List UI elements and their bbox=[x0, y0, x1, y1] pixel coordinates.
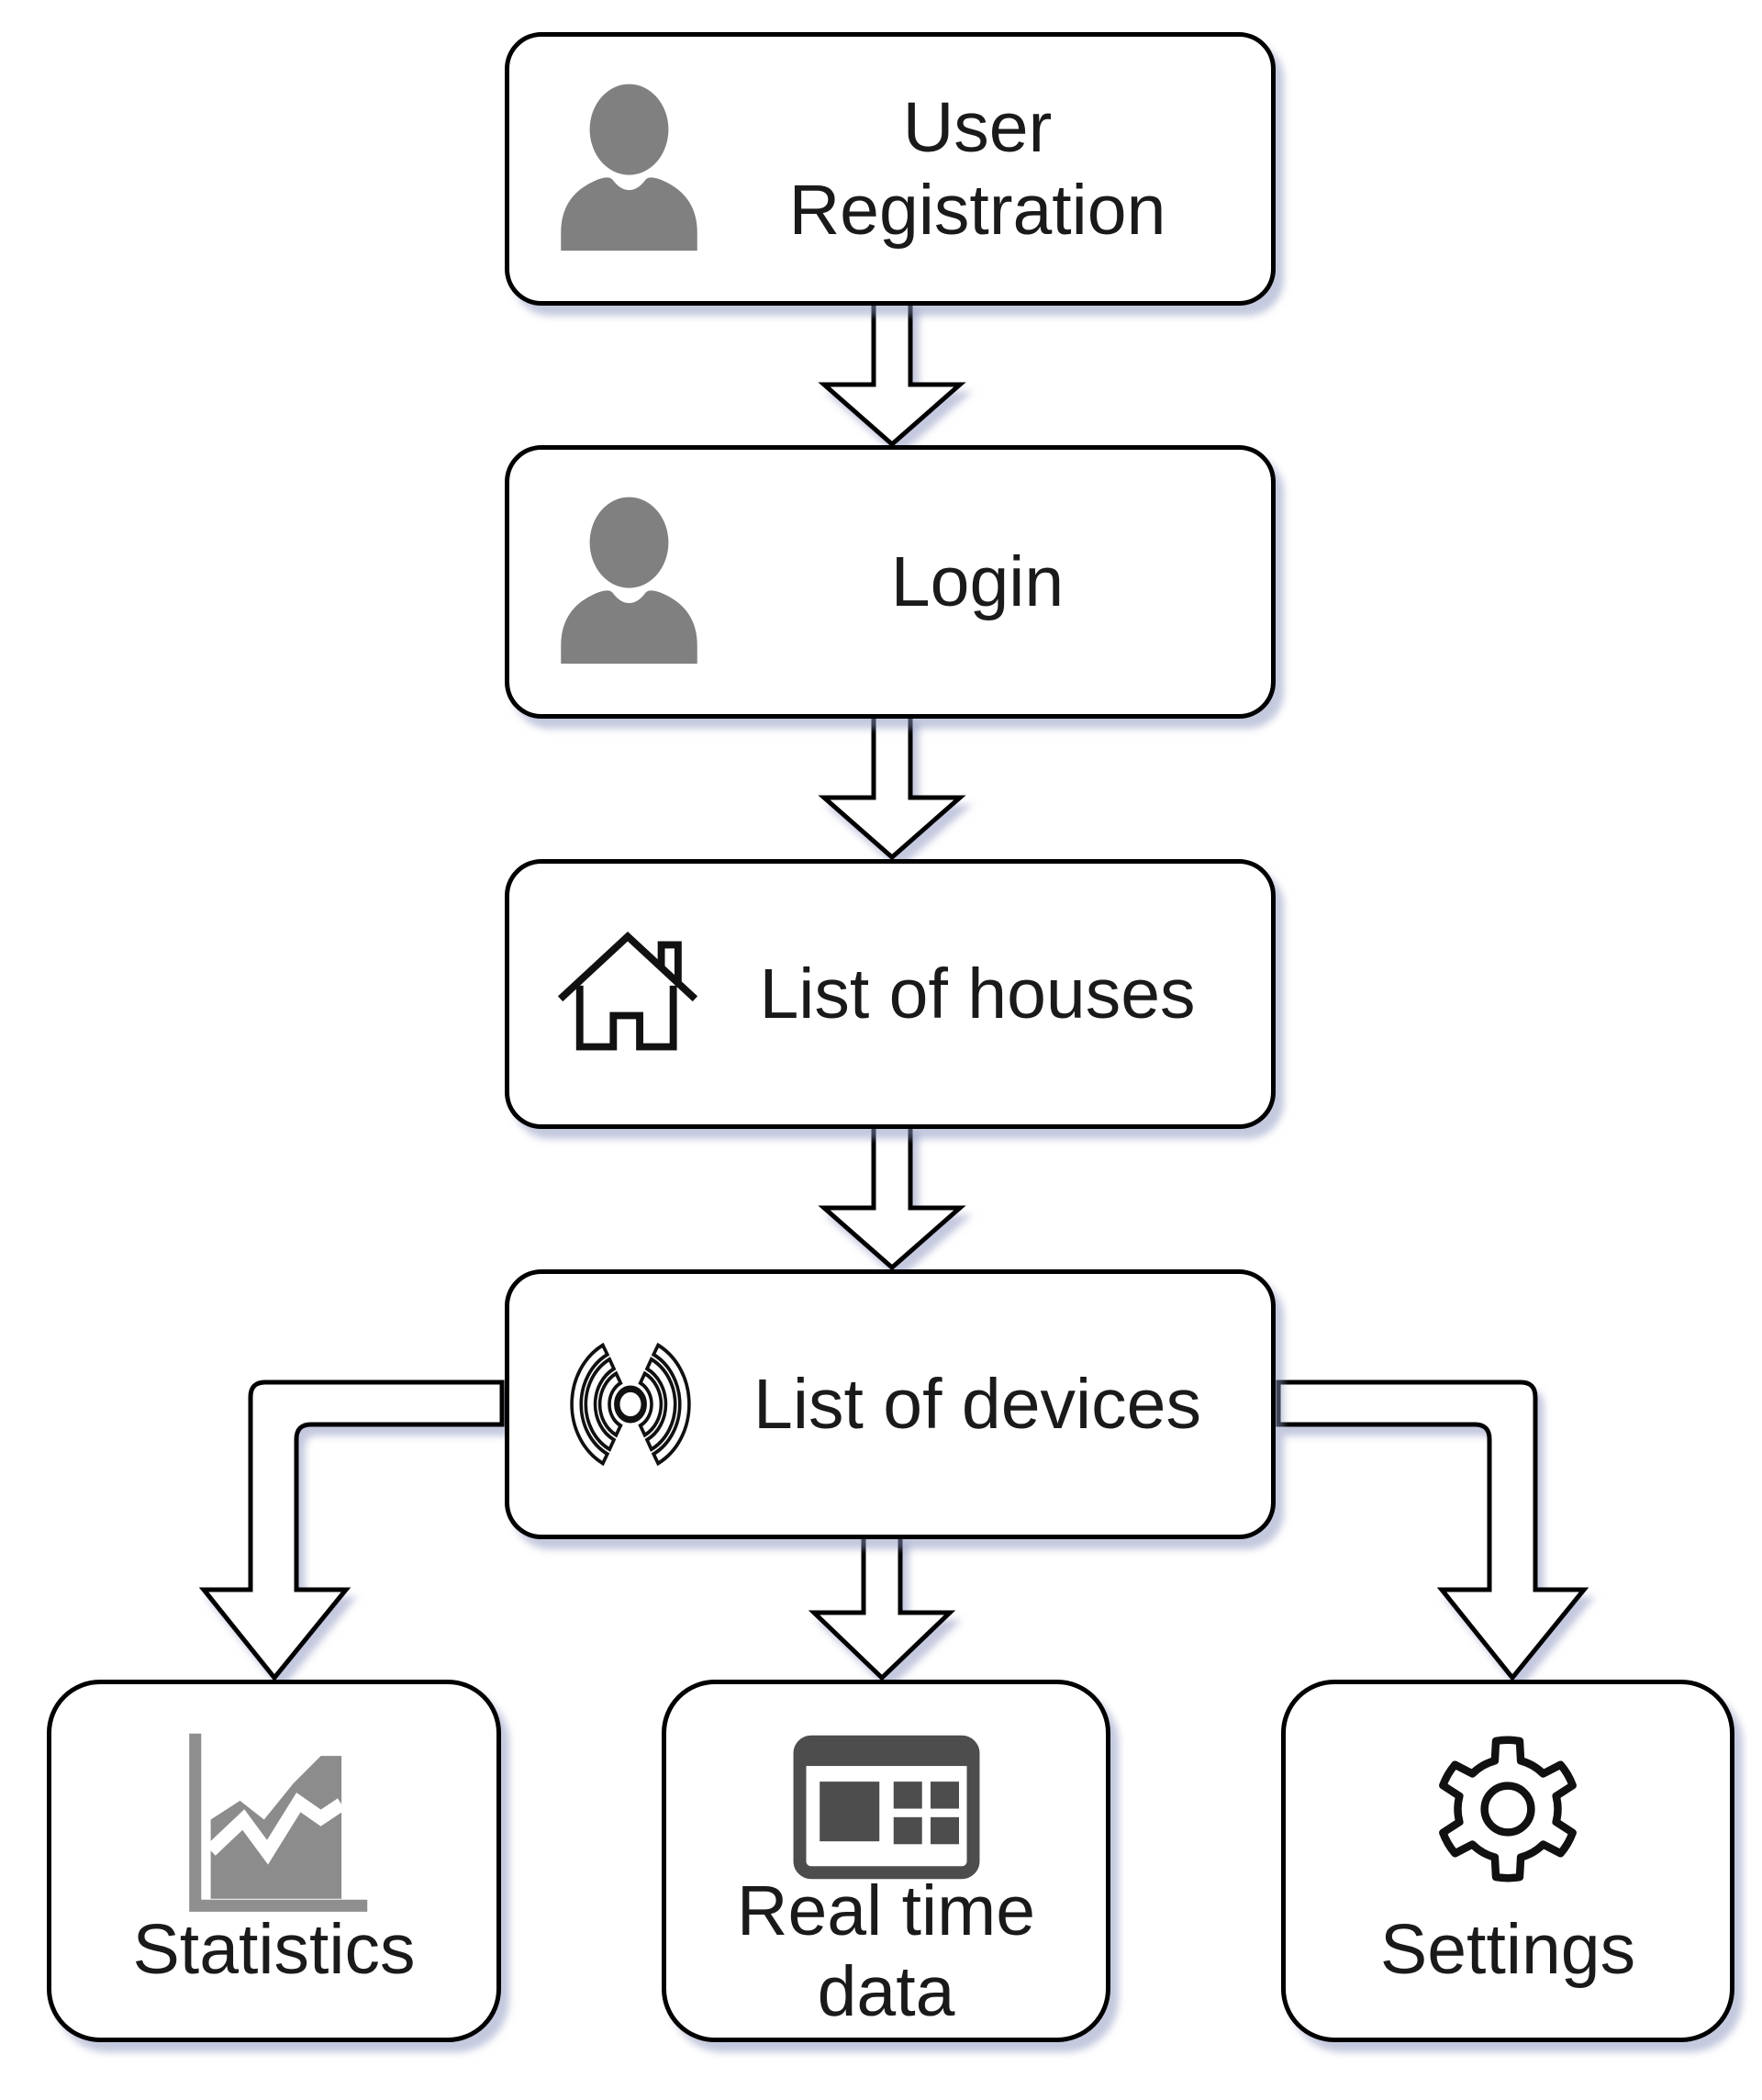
wireless-signal-icon bbox=[542, 1337, 719, 1471]
arrow-devices-to-settings bbox=[1276, 1380, 1589, 1681]
node-label: Login bbox=[890, 542, 1065, 621]
arrow-houses-to-devices bbox=[818, 1123, 966, 1271]
node-label: List of houses bbox=[759, 955, 1196, 1033]
person-icon bbox=[553, 497, 705, 667]
area-chart-icon bbox=[178, 1730, 371, 1923]
node-label: User Registration bbox=[788, 88, 1166, 250]
arrow-devices-to-realtime bbox=[808, 1534, 956, 1681]
node-label: List of devices bbox=[753, 1365, 1201, 1444]
arrow-registration-to-login bbox=[818, 300, 966, 448]
node-real-time-data: Real time data bbox=[662, 1680, 1110, 2042]
house-icon bbox=[553, 927, 702, 1062]
arrow-login-to-houses bbox=[818, 713, 966, 861]
node-list-of-houses: List of houses bbox=[505, 859, 1276, 1129]
node-settings: Settings bbox=[1281, 1680, 1734, 2042]
node-login: Login bbox=[505, 445, 1276, 719]
node-list-of-devices: List of devices bbox=[505, 1269, 1276, 1539]
gear-icon bbox=[1422, 1723, 1594, 1895]
node-statistics: Statistics bbox=[47, 1680, 501, 2042]
node-label: Real time data bbox=[736, 1871, 1036, 2031]
dashboard-icon bbox=[792, 1735, 980, 1880]
node-user-registration: User Registration bbox=[505, 32, 1276, 306]
node-label: Settings bbox=[1379, 1910, 1636, 1989]
arrow-devices-to-statistics bbox=[198, 1380, 505, 1681]
person-icon bbox=[553, 84, 705, 254]
node-label: Statistics bbox=[132, 1910, 416, 1989]
